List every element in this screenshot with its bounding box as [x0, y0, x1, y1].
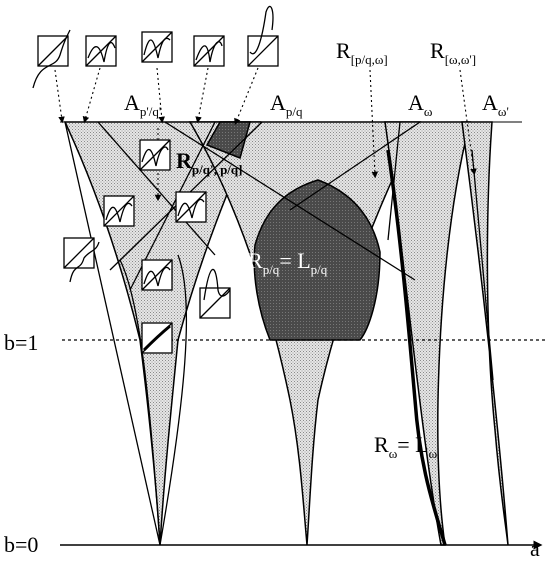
circle-map-graph-icon-1 [32, 29, 71, 89]
tongue-a-omega-prime [461, 121, 509, 546]
label-a-omega-prime: Aω' [482, 90, 509, 119]
label-a-pq-prime: Ap'/q' [124, 90, 161, 119]
circle-map-graph-icon-7 [103, 195, 135, 227]
resonance-region-dark [253, 179, 381, 341]
label-r-omega-eq-l-omega: Rω= Lω [374, 432, 438, 461]
tongue-a-omega [384, 121, 471, 546]
circle-map-graph-icon-6 [139, 139, 171, 171]
circle-map-graph-icon-10 [141, 259, 173, 291]
r-omega-prime-curve [471, 149, 494, 381]
label-r-pqp-pq: Rp/q', p/q] [176, 148, 242, 177]
label-b1: b=1 [4, 330, 38, 355]
label-a-omega: Aω [408, 90, 433, 119]
circle-map-graph-icon-12 [141, 322, 173, 354]
label-r-pq-omega: R[p/q,ω] [336, 38, 388, 67]
label-a-pq: Ap/q [270, 90, 303, 119]
circle-map-graph-icon-11 [199, 268, 231, 319]
tongue-regions [63, 121, 509, 546]
circle-map-graph-icon-9 [63, 237, 100, 283]
circle-map-graph-icon-8 [175, 191, 207, 223]
circle-map-graph-icon-2 [85, 35, 117, 67]
graph-icons [32, 5, 279, 354]
labels: Ap'/q' Ap/q Aω Aω' R[p/q,ω] R[ω,ω'] Rp/q… [4, 38, 540, 561]
label-r-pq-eq-l-pq: Rp/q= Lp/q [248, 248, 328, 277]
circle-map-graph-icon-5 [247, 5, 279, 67]
circle-map-graph-icon-4 [193, 35, 225, 67]
label-r-omega-omega-prime: R[ω,ω'] [430, 38, 476, 67]
circle-map-graph-icon-3 [141, 31, 173, 63]
r-omega-curve [386, 149, 447, 546]
label-axis-a: a [530, 536, 540, 561]
label-b0: b=0 [4, 532, 38, 557]
